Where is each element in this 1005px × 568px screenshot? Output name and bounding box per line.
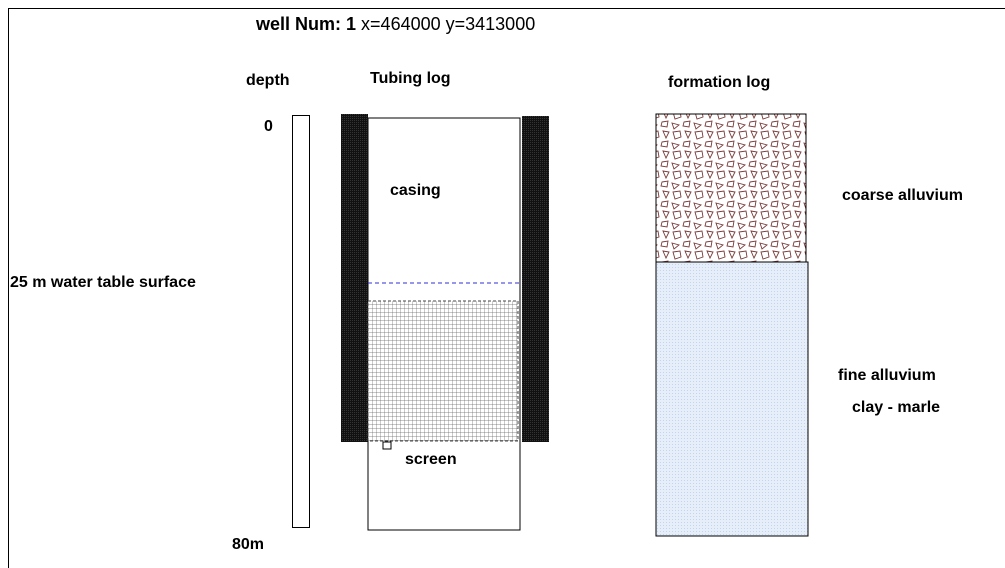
clay-marle-label: clay - marle	[852, 399, 941, 416]
formation-log-graphic	[655, 113, 809, 537]
well-title: well Num: 1 x=464000 y=3413000	[256, 14, 535, 35]
coarse-alluvium-layer	[655, 113, 807, 263]
depth-top-label: 0	[264, 118, 273, 135]
tubing-log-graphic	[341, 114, 549, 531]
casing-wall-right	[522, 116, 549, 442]
depth-header: depth	[246, 72, 290, 89]
casing-wall-left	[341, 114, 368, 442]
water-table-label: 25 m water table surface	[10, 274, 196, 291]
well-title-coords: x=464000 y=3413000	[361, 14, 536, 34]
tubing-log-header: Tubing log	[370, 70, 451, 87]
screen-section	[367, 300, 519, 442]
depth-scale-bar	[292, 115, 310, 528]
diagram-frame	[8, 8, 1005, 568]
coarse-alluvium-label: coarse alluvium	[842, 187, 963, 204]
fine-alluvium-label: fine alluvium	[838, 367, 936, 384]
formation-log-header: formation log	[668, 74, 771, 91]
casing-label: casing	[390, 182, 441, 199]
screen-label: screen	[405, 451, 457, 468]
well-title-prefix: well Num: 1	[256, 14, 357, 34]
fine-alluvium-layer	[655, 261, 809, 537]
screen-marker	[382, 441, 392, 450]
